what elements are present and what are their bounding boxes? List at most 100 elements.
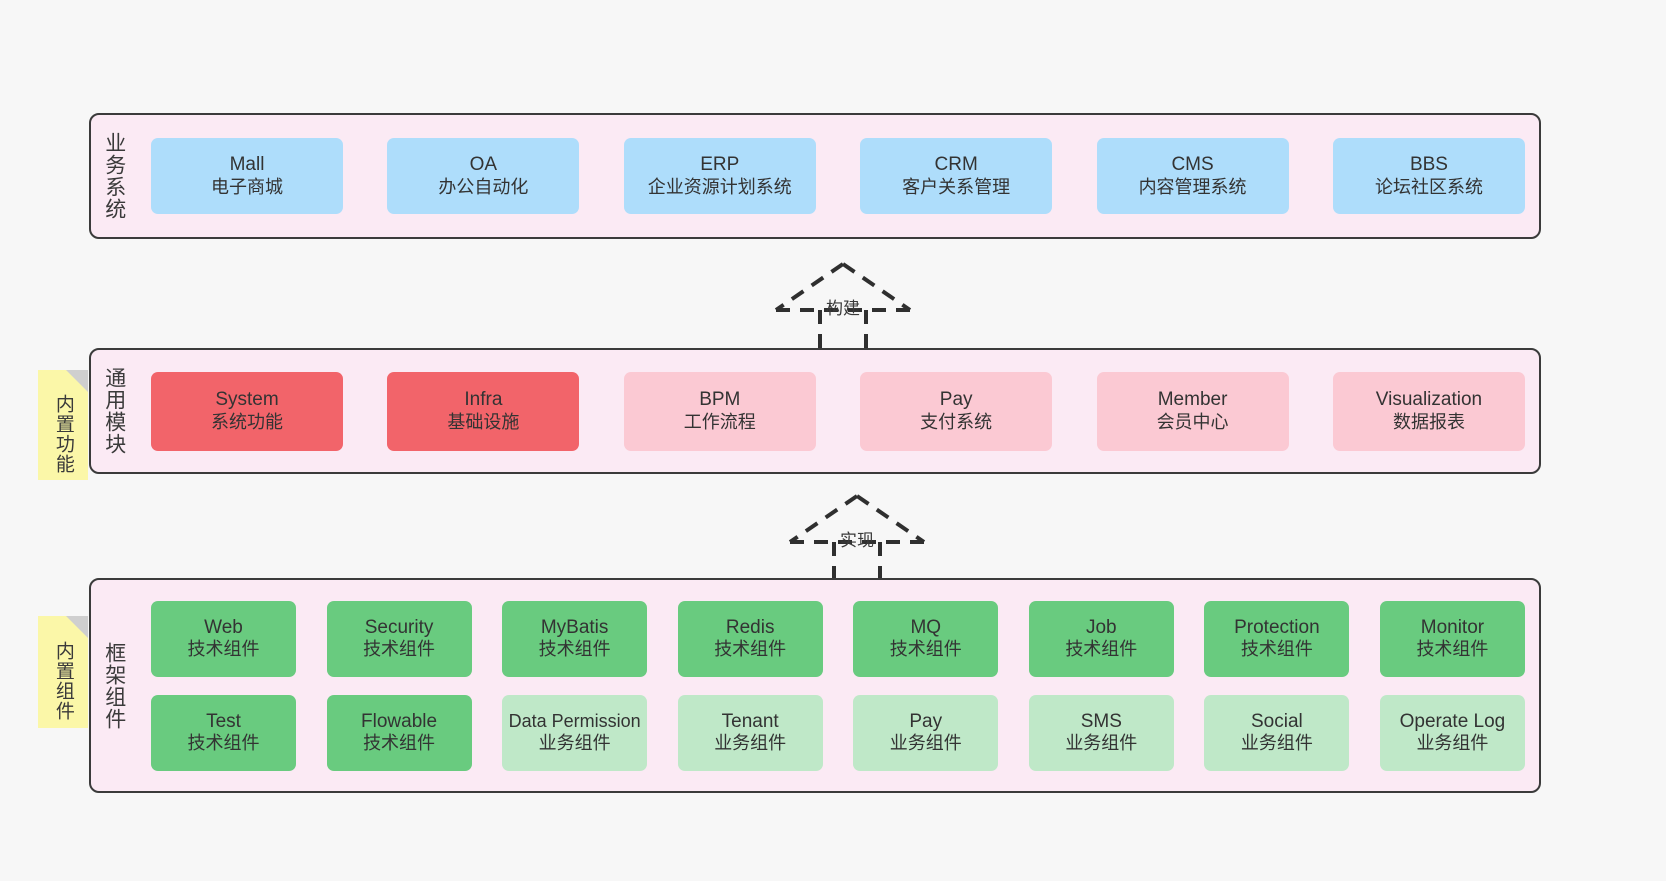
layer-business-system: 业务系统 Mall 电子商城 OA 办公自动化 ERP 企业资源计划系统 CRM… bbox=[89, 113, 1541, 239]
node-pay-module-en: Pay bbox=[939, 389, 973, 411]
note-fold-corner-icon bbox=[66, 616, 88, 638]
node-infra-en: Infra bbox=[464, 389, 503, 411]
node-mybatis[interactable]: MyBatis 技术组件 bbox=[502, 600, 648, 677]
node-operate-log-cn: 业务组件 bbox=[1416, 733, 1489, 754]
node-system[interactable]: System 系统功能 bbox=[151, 371, 343, 451]
node-cms-cn: 内容管理系统 bbox=[1138, 176, 1247, 197]
note-builtin-function-text: 内置功能 bbox=[52, 394, 74, 474]
node-mall[interactable]: Mall 电子商城 bbox=[151, 138, 343, 214]
node-operate-log-en: Operate Log bbox=[1399, 710, 1506, 732]
node-test[interactable]: Test 技术组件 bbox=[151, 694, 296, 771]
node-mall-en: Mall bbox=[229, 154, 265, 176]
node-pay-component[interactable]: Pay 业务组件 bbox=[853, 694, 999, 771]
node-member[interactable]: Member 会员中心 bbox=[1096, 371, 1289, 451]
node-mq-en: MQ bbox=[910, 616, 942, 638]
note-builtin-component: 内置组件 bbox=[38, 616, 88, 728]
node-visualization[interactable]: Visualization 数据报表 bbox=[1332, 371, 1525, 451]
layer-body-framework-component: Web 技术组件 Security 技术组件 MyBatis 技术组件 Redi… bbox=[137, 580, 1539, 791]
node-infra-cn: 基础设施 bbox=[447, 411, 520, 432]
arrow-implement-label: 实现 bbox=[840, 531, 874, 550]
layer-common-module: 通用模块 System 系统功能 Infra 基础设施 BPM 工作流程 Pay… bbox=[89, 348, 1541, 474]
framework-row-business: Test 技术组件 Flowable 技术组件 Data Permission … bbox=[151, 694, 1525, 771]
layer-title-common-module: 通用模块 bbox=[102, 367, 126, 455]
node-cms-en: CMS bbox=[1171, 154, 1214, 176]
node-oa-en: OA bbox=[469, 154, 498, 176]
node-operate-log[interactable]: Operate Log 业务组件 bbox=[1379, 694, 1525, 771]
node-redis[interactable]: Redis 技术组件 bbox=[677, 600, 823, 677]
node-social[interactable]: Social 业务组件 bbox=[1204, 694, 1350, 771]
node-flowable-cn: 技术组件 bbox=[363, 733, 436, 754]
node-sms[interactable]: SMS 业务组件 bbox=[1028, 694, 1174, 771]
node-monitor-en: Monitor bbox=[1420, 616, 1485, 638]
node-security[interactable]: Security 技术组件 bbox=[326, 600, 472, 677]
node-pay-module[interactable]: Pay 支付系统 bbox=[860, 371, 1053, 451]
node-tenant-cn: 业务组件 bbox=[714, 733, 787, 754]
node-mybatis-cn: 技术组件 bbox=[538, 639, 611, 660]
arrow-build: 构建 bbox=[758, 258, 928, 354]
node-bbs-cn: 论坛社区系统 bbox=[1374, 176, 1483, 197]
node-sms-en: SMS bbox=[1080, 710, 1122, 732]
node-pay-component-en: Pay bbox=[909, 710, 943, 732]
node-infra[interactable]: Infra 基础设施 bbox=[387, 371, 580, 451]
node-web-en: Web bbox=[204, 616, 243, 638]
layer-framework-component: 框架组件 Web 技术组件 Security 技术组件 MyBatis 技术组件… bbox=[89, 578, 1541, 793]
node-redis-cn: 技术组件 bbox=[714, 639, 787, 660]
layer-body-business-system: Mall 电子商城 OA 办公自动化 ERP 企业资源计划系统 CRM 客户关系… bbox=[137, 115, 1539, 237]
node-tenant[interactable]: Tenant 业务组件 bbox=[677, 694, 823, 771]
node-web[interactable]: Web 技术组件 bbox=[151, 600, 296, 677]
node-oa-cn: 办公自动化 bbox=[438, 176, 529, 197]
node-job-en: Job bbox=[1085, 616, 1117, 638]
node-protection-cn: 技术组件 bbox=[1240, 639, 1313, 660]
node-bpm-en: BPM bbox=[699, 389, 741, 411]
node-job-cn: 技术组件 bbox=[1065, 639, 1138, 660]
node-visualization-cn: 数据报表 bbox=[1392, 411, 1465, 432]
node-sms-cn: 业务组件 bbox=[1065, 733, 1138, 754]
node-bbs-en: BBS bbox=[1409, 154, 1448, 176]
framework-row-tech: Web 技术组件 Security 技术组件 MyBatis 技术组件 Redi… bbox=[151, 600, 1525, 677]
node-erp-cn: 企业资源计划系统 bbox=[647, 176, 792, 197]
node-member-cn: 会员中心 bbox=[1156, 411, 1229, 432]
layer-title-framework-component: 框架组件 bbox=[102, 641, 126, 730]
node-tenant-en: Tenant bbox=[721, 710, 779, 732]
arrow-build-label: 构建 bbox=[826, 299, 860, 318]
node-mall-cn: 电子商城 bbox=[211, 176, 283, 197]
node-crm-cn: 客户关系管理 bbox=[902, 176, 1011, 197]
node-protection[interactable]: Protection 技术组件 bbox=[1204, 600, 1350, 677]
node-member-en: Member bbox=[1157, 389, 1228, 411]
node-security-en: Security bbox=[364, 616, 434, 638]
node-erp-en: ERP bbox=[700, 154, 740, 176]
note-fold-corner-icon bbox=[66, 370, 88, 392]
node-system-cn: 系统功能 bbox=[211, 411, 283, 432]
node-mq[interactable]: MQ 技术组件 bbox=[853, 600, 999, 677]
node-flowable-en: Flowable bbox=[361, 710, 438, 732]
node-data-permission-en: Data Permission bbox=[508, 710, 641, 731]
node-security-cn: 技术组件 bbox=[363, 639, 436, 660]
node-cms[interactable]: CMS 内容管理系统 bbox=[1096, 138, 1289, 214]
node-mybatis-en: MyBatis bbox=[540, 616, 609, 638]
node-bpm-cn: 工作流程 bbox=[683, 411, 756, 432]
node-bpm[interactable]: BPM 工作流程 bbox=[623, 371, 816, 451]
arrow-implement: 实现 bbox=[772, 490, 942, 586]
node-social-cn: 业务组件 bbox=[1240, 733, 1313, 754]
node-crm-en: CRM bbox=[934, 154, 978, 176]
note-builtin-function: 内置功能 bbox=[38, 370, 88, 480]
node-data-permission[interactable]: Data Permission 业务组件 bbox=[502, 694, 648, 771]
node-bbs[interactable]: BBS 论坛社区系统 bbox=[1332, 138, 1525, 214]
node-data-permission-cn: 业务组件 bbox=[538, 732, 611, 753]
node-pay-component-cn: 业务组件 bbox=[889, 733, 962, 754]
node-erp[interactable]: ERP 企业资源计划系统 bbox=[623, 138, 816, 214]
node-pay-module-cn: 支付系统 bbox=[920, 411, 993, 432]
node-test-en: Test bbox=[206, 710, 241, 732]
node-redis-en: Redis bbox=[725, 616, 775, 638]
note-builtin-component-text: 内置组件 bbox=[52, 641, 74, 721]
node-mq-cn: 技术组件 bbox=[889, 639, 962, 660]
node-job[interactable]: Job 技术组件 bbox=[1028, 600, 1174, 677]
node-monitor[interactable]: Monitor 技术组件 bbox=[1379, 600, 1525, 677]
node-protection-en: Protection bbox=[1234, 616, 1320, 638]
node-flowable[interactable]: Flowable 技术组件 bbox=[326, 694, 472, 771]
node-web-cn: 技术组件 bbox=[187, 639, 260, 660]
node-test-cn: 技术组件 bbox=[187, 733, 260, 754]
node-crm[interactable]: CRM 客户关系管理 bbox=[860, 138, 1053, 214]
node-oa[interactable]: OA 办公自动化 bbox=[387, 138, 580, 214]
